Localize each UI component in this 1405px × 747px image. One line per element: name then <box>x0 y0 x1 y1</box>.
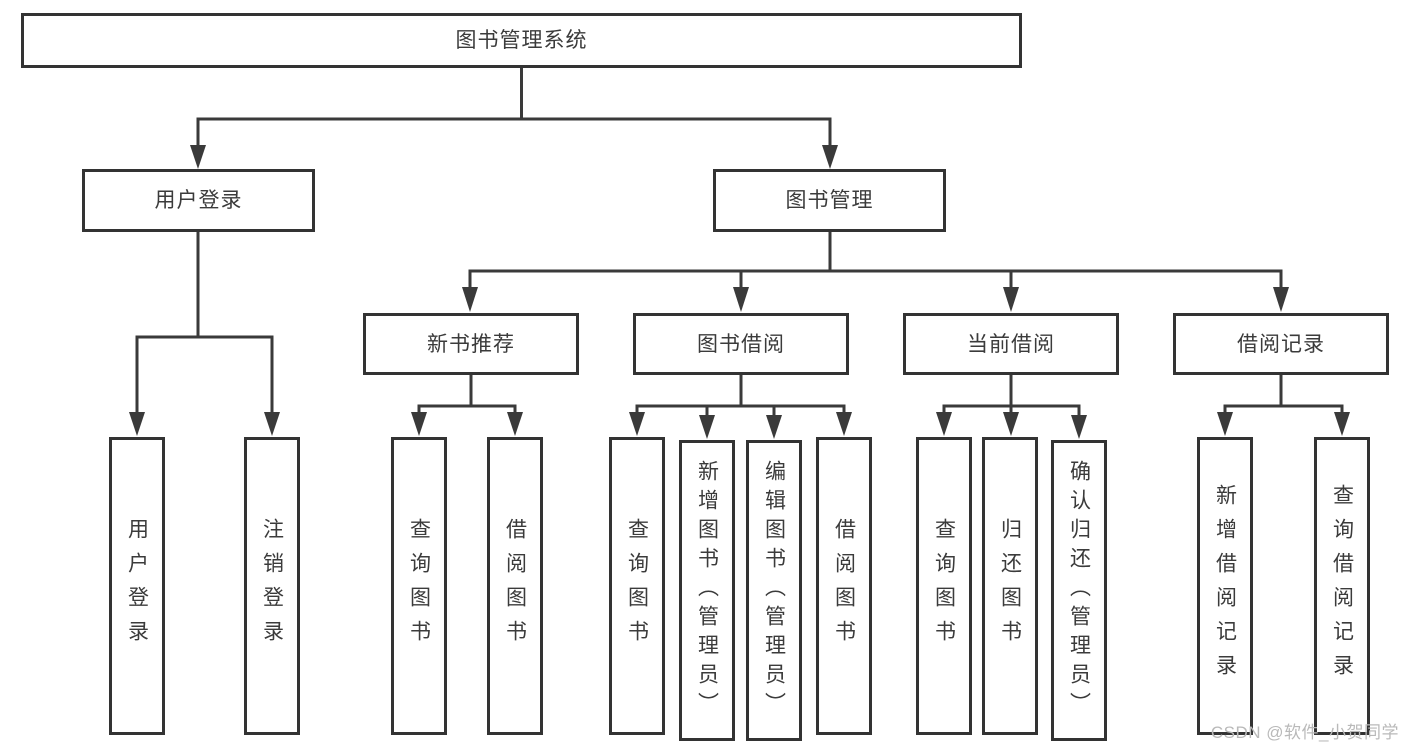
node-label: 借阅图书 <box>832 518 856 654</box>
leaf-add-books-admin: 新增图书（管理员） <box>679 440 735 741</box>
node-book-borrowing: 图书借阅 <box>633 313 849 375</box>
node-label: 新增借阅记录 <box>1213 484 1237 688</box>
node-label: 用户登录 <box>125 518 149 654</box>
leaf-query-borrow-record: 查询借阅记录 <box>1314 437 1370 735</box>
node-label: 查询图书 <box>407 518 431 654</box>
leaf-add-borrow-record: 新增借阅记录 <box>1197 437 1253 735</box>
leaf-query-books-recommend: 查询图书 <box>391 437 447 735</box>
node-label: 编辑图书（管理员） <box>762 460 786 721</box>
node-label: 借阅图书 <box>503 518 527 654</box>
node-label: 当前借阅 <box>967 332 1055 356</box>
node-label: 查询图书 <box>932 518 956 654</box>
leaf-borrow-books-borrow: 借阅图书 <box>816 437 872 735</box>
node-book-management: 图书管理 <box>713 169 946 232</box>
node-label: 借阅记录 <box>1237 332 1325 356</box>
node-label: 注销登录 <box>260 518 284 654</box>
node-label: 图书管理系统 <box>455 29 588 52</box>
node-library-system: 图书管理系统 <box>21 13 1022 68</box>
node-borrow-records: 借阅记录 <box>1173 313 1389 375</box>
csdn-watermark: CSDN @软件_小贺同学 <box>1210 723 1399 742</box>
leaf-logout: 注销登录 <box>244 437 300 735</box>
node-user-login: 用户登录 <box>82 169 315 232</box>
node-label: 查询借阅记录 <box>1330 484 1354 688</box>
node-new-book-recommend: 新书推荐 <box>363 313 579 375</box>
node-label: 查询图书 <box>625 518 649 654</box>
leaf-borrow-books-recommend: 借阅图书 <box>487 437 543 735</box>
leaf-return-books: 归还图书 <box>982 437 1038 735</box>
node-label: 图书管理 <box>785 189 874 212</box>
leaf-query-books-borrow: 查询图书 <box>609 437 665 735</box>
node-label: 归还图书 <box>998 518 1022 654</box>
node-label: 新书推荐 <box>427 332 515 356</box>
node-label: 用户登录 <box>154 189 243 212</box>
node-label: 确认归还（管理员） <box>1067 460 1091 721</box>
leaf-query-books-current: 查询图书 <box>916 437 972 735</box>
leaf-user-login: 用户登录 <box>109 437 165 735</box>
node-label: 新增图书（管理员） <box>695 460 719 721</box>
node-current-borrowing: 当前借阅 <box>903 313 1119 375</box>
leaf-confirm-return-admin: 确认归还（管理员） <box>1051 440 1107 741</box>
node-label: 图书借阅 <box>697 332 785 356</box>
leaf-edit-books-admin: 编辑图书（管理员） <box>746 440 802 741</box>
